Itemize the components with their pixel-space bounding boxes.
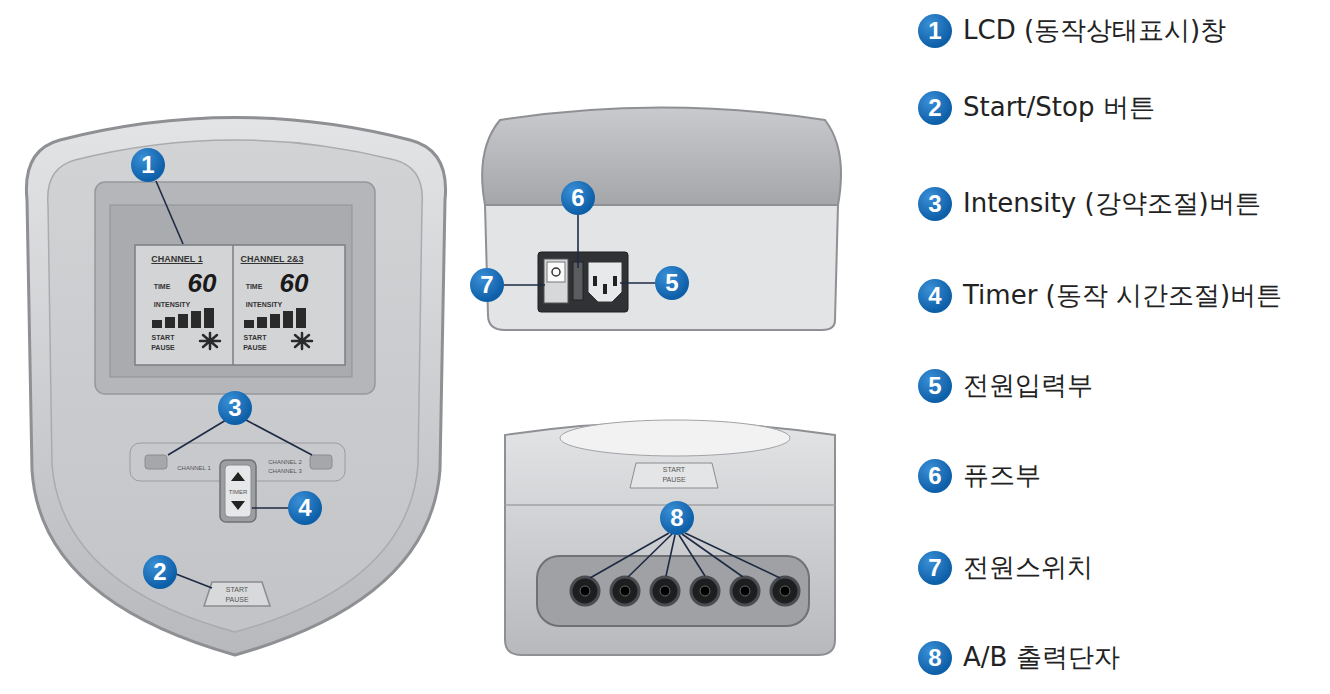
lcd-text: 60 [188, 270, 217, 296]
output-jack [691, 577, 719, 605]
part-description: A/B 출력단자 [963, 640, 1120, 675]
callout-number: 1 [131, 148, 165, 182]
callout-number: 7 [470, 268, 504, 302]
callout-number: 2 [918, 91, 952, 125]
callout-number: 7 [470, 268, 504, 302]
callout-number: 7 [918, 551, 952, 585]
legend-item: 8 A/B 출력단자 [918, 640, 1120, 675]
jack-hole [780, 586, 790, 596]
callout-number: 4 [288, 491, 322, 525]
button-text: TIMER [229, 489, 248, 495]
button-text: CHANNEL 2 [268, 459, 301, 465]
callout-number: 8 [918, 641, 952, 675]
callout-number: 4 [288, 491, 322, 525]
part-description: LCD (동작상태표시)창 [963, 13, 1226, 48]
jack-hole [740, 586, 750, 596]
part-description: 전원입력부 [963, 368, 1093, 403]
callout-number: 2 [143, 555, 177, 589]
lcd-text: INTENSITY [154, 301, 191, 308]
lcd-text: CHANNEL 1 [151, 255, 202, 264]
output-jack [611, 577, 639, 605]
lcd-text: INTENSITY [246, 301, 283, 308]
callout-number: 3 [218, 391, 252, 425]
part-description: Start/Stop 버튼 [963, 90, 1155, 125]
output-jack [571, 577, 599, 605]
output-jack [651, 577, 679, 605]
legend-item: 5 전원입력부 [918, 368, 1093, 403]
part-description: Timer (동작 시간조절)버튼 [963, 278, 1282, 313]
legend-item: 7 전원스위치 [918, 550, 1093, 585]
callout-number: 1 [918, 14, 952, 48]
button-text: START [226, 586, 248, 593]
jack-hole [580, 586, 590, 596]
lcd-text: 60 [280, 270, 309, 296]
legend-item: 1 LCD (동작상태표시)창 [918, 13, 1226, 48]
callout-number: 1 [131, 148, 165, 182]
lcd-text: START [244, 334, 267, 341]
jack-hole [620, 586, 630, 596]
button-text: START [663, 466, 685, 473]
lcd-text: TIME [154, 283, 171, 290]
output-jack [771, 577, 799, 605]
lcd-text: TIME [246, 283, 263, 290]
callout-number: 3 [918, 187, 952, 221]
jack-hole [700, 586, 710, 596]
legend-item: 4 Timer (동작 시간조절)버튼 [918, 278, 1282, 313]
button-text: CHANNEL 1 [177, 465, 210, 471]
callout-number: 5 [918, 369, 952, 403]
callout-number: 2 [143, 555, 177, 589]
button-text: CHANNEL 3 [268, 468, 301, 474]
callout-number: 5 [655, 266, 689, 300]
callout-number: 6 [918, 459, 952, 493]
callout-number: 5 [655, 266, 689, 300]
button-text: PAUSE [662, 476, 685, 483]
callout-number: 6 [561, 181, 595, 215]
lcd-text: PAUSE [151, 344, 175, 351]
part-description: 퓨즈부 [963, 458, 1041, 493]
callout-number: 6 [561, 181, 595, 215]
callout-number: 8 [660, 501, 694, 535]
button-text: PAUSE [225, 596, 248, 603]
legend-item: 3 Intensity (강약조절)버튼 [918, 186, 1261, 221]
callout-number: 4 [918, 279, 952, 313]
callout-number: 3 [218, 391, 252, 425]
legend-item: 2 Start/Stop 버튼 [918, 90, 1155, 125]
legend-item: 6 퓨즈부 [918, 458, 1041, 493]
output-jack [731, 577, 759, 605]
lcd-text: CHANNEL 2&3 [241, 255, 304, 264]
part-description: Intensity (강약조절)버튼 [963, 186, 1261, 221]
lcd-text: PAUSE [243, 344, 267, 351]
part-description: 전원스위치 [963, 550, 1093, 585]
lcd-text: START [152, 334, 175, 341]
callout-number: 8 [660, 501, 694, 535]
jack-hole [660, 586, 670, 596]
